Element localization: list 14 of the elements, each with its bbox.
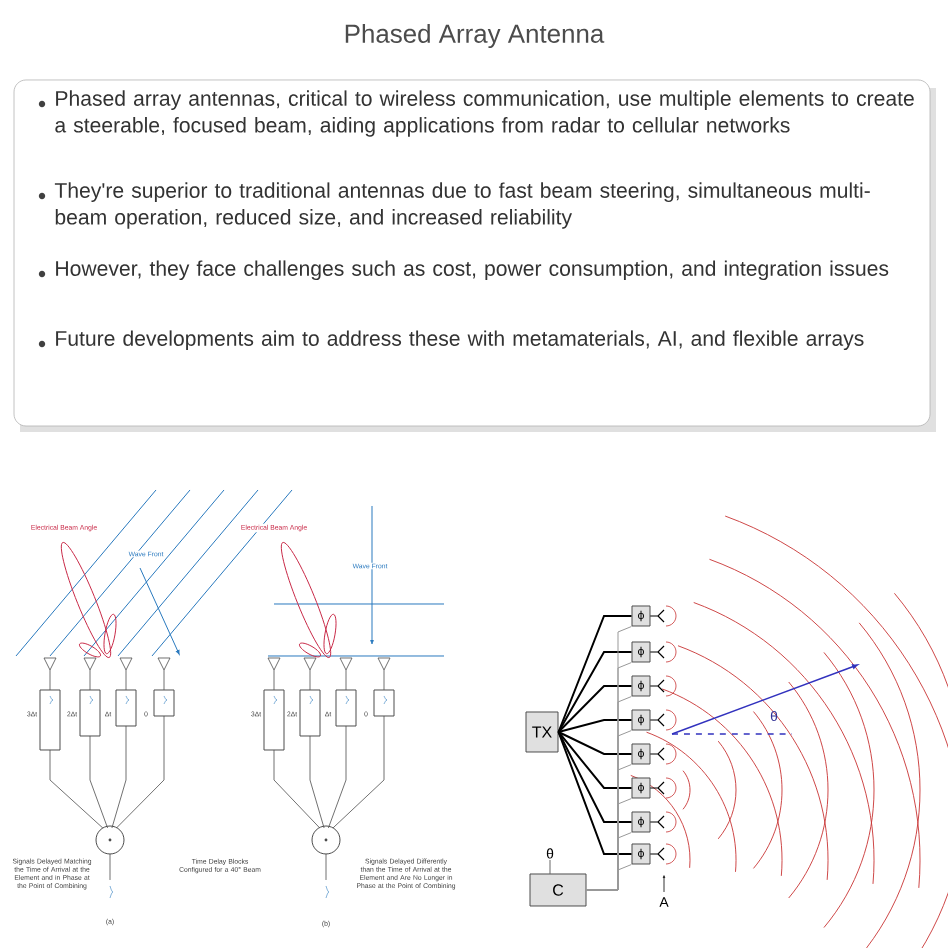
connector-line: [557, 685, 633, 733]
bullet-text: They're superior to traditional antennas due to fast beam steering, simultaneous multi-beam operation, reduced size, and increased reliability: [54, 182, 870, 229]
bullet-text: Phased array antennas, critical to wireless communication, use multiple elements to create a steerable, focused beam, aiding applications from radar to cellular networks: [55, 90, 914, 137]
connector-line: [557, 615, 633, 733]
bullet-text: Future developments aim to address these with metamaterials, AI, and flexible arrays: [56, 330, 864, 351]
connector-line: [557, 651, 633, 733]
title: Phased Array Antenna: [345, 23, 605, 49]
connector-line: [557, 719, 633, 733]
connector-line: [557, 731, 633, 755]
connector-line: [557, 731, 633, 855]
connector-line: [557, 731, 633, 789]
bullet-text: However, they face challenges such as cost, power consumption, and integration issues: [56, 260, 889, 281]
connector-line: [557, 731, 633, 823]
connector-line: [586, 864, 632, 891]
